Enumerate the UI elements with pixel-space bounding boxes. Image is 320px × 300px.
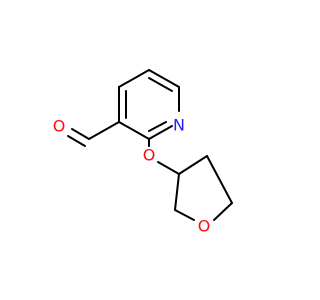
- atom-label-o-aldehyde: O: [53, 117, 66, 136]
- bond-c3-cho: [88, 121, 120, 140]
- bonds: [67, 69, 233, 221]
- bond-c3prime-c4prime: [178, 155, 208, 175]
- atom-label-o-ring: O: [198, 217, 211, 236]
- bond-o-ether-c3prime: [157, 161, 180, 175]
- bond-c5prime-o-ring: [213, 202, 233, 221]
- atom-label-o-ether: O: [143, 146, 156, 165]
- bond-c-o-aldehyde-b: [67, 135, 86, 147]
- bond-c-o-aldehyde-a: [71, 128, 90, 140]
- bond-o-ring-c2prime: [174, 209, 195, 221]
- atom-labels: N O O O: [53, 116, 211, 236]
- bond-n-c2-inner: [148, 121, 167, 132]
- bond-c5-c6-inner: [148, 77, 173, 92]
- bond-c5-c6: [148, 69, 180, 88]
- molecule-structure: N O O O: [53, 69, 233, 236]
- bond-n-c2: [148, 125, 173, 140]
- bond-c4prime-c5prime: [206, 155, 233, 204]
- bond-c2prime-c3prime: [174, 173, 180, 211]
- bond-c4-c5: [118, 69, 150, 88]
- bond-c2-c3: [118, 121, 150, 140]
- atom-label-n: N: [173, 116, 185, 135]
